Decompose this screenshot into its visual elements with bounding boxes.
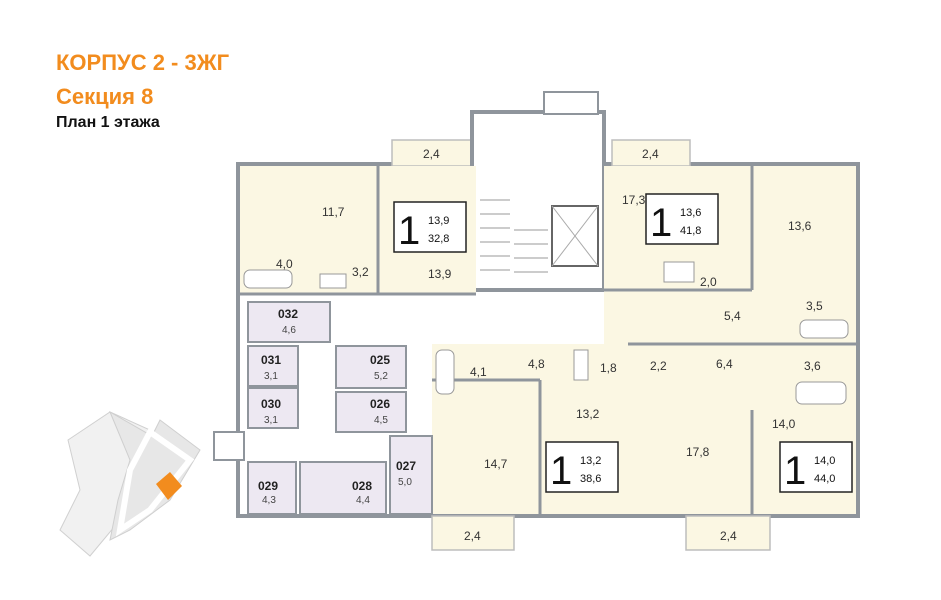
apartment-2-summary: 1 13,6 41,8 [645, 193, 719, 245]
svg-text:17,3: 17,3 [622, 193, 646, 207]
stair-core [470, 91, 606, 292]
storage-026[interactable] [335, 391, 407, 433]
apartment-4-summary: 1 14,0 44,0 [779, 441, 853, 493]
svg-text:3,1: 3,1 [264, 415, 278, 426]
room-area-labels: 2,4 2,4 2,4 2,4 11,7 4,0 3,2 13,9 17,3 2… [276, 147, 823, 543]
svg-text:2,4: 2,4 [423, 147, 440, 161]
svg-text:3,6: 3,6 [804, 359, 821, 373]
svg-text:3,5: 3,5 [806, 299, 823, 313]
svg-text:14,7: 14,7 [484, 457, 508, 471]
svg-text:41,8: 41,8 [680, 225, 701, 237]
svg-text:3,2: 3,2 [352, 265, 369, 279]
svg-text:2,4: 2,4 [642, 147, 659, 161]
storage-027[interactable] [389, 435, 433, 515]
svg-text:4,6: 4,6 [282, 325, 296, 336]
svg-text:030: 030 [261, 397, 281, 411]
svg-text:32,8: 32,8 [428, 233, 449, 245]
apartment-2[interactable] [604, 166, 856, 344]
balcony-top-right [611, 139, 691, 167]
svg-text:025: 025 [370, 353, 390, 367]
balcony-bottom-right [685, 515, 771, 551]
svg-text:4,1: 4,1 [470, 365, 487, 379]
svg-text:028: 028 [352, 479, 372, 493]
svg-text:4,0: 4,0 [276, 257, 293, 271]
svg-text:1: 1 [784, 449, 806, 493]
svg-text:38,6: 38,6 [580, 473, 601, 485]
svg-text:3,1: 3,1 [264, 371, 278, 382]
svg-text:11,7: 11,7 [322, 205, 345, 219]
storage-030[interactable] [247, 387, 299, 429]
storage-029[interactable] [247, 461, 297, 515]
svg-text:2,0: 2,0 [700, 275, 717, 289]
svg-text:031: 031 [261, 353, 281, 367]
svg-text:1: 1 [650, 201, 672, 245]
svg-text:14,0: 14,0 [772, 417, 796, 431]
svg-text:1,8: 1,8 [600, 361, 617, 375]
svg-text:4,3: 4,3 [262, 495, 276, 506]
section-title: Секция 8 [56, 84, 154, 109]
svg-text:13,6: 13,6 [680, 207, 701, 219]
svg-text:2,4: 2,4 [464, 529, 481, 543]
svg-text:13,9: 13,9 [428, 267, 452, 281]
storage-031[interactable] [247, 345, 299, 387]
svg-text:17,8: 17,8 [686, 445, 710, 459]
svg-text:1: 1 [398, 209, 420, 253]
svg-text:13,9: 13,9 [428, 215, 449, 227]
storage-032[interactable] [247, 301, 331, 343]
plan-title: План 1 этажа [56, 114, 160, 131]
svg-text:1: 1 [550, 449, 572, 493]
svg-text:13,2: 13,2 [576, 407, 600, 421]
site-minimap [59, 410, 201, 557]
svg-text:2,2: 2,2 [650, 359, 667, 373]
storage-block [247, 301, 433, 515]
storage-028[interactable] [299, 461, 387, 515]
svg-text:14,0: 14,0 [814, 455, 835, 467]
svg-text:032: 032 [278, 307, 298, 321]
svg-text:13,6: 13,6 [788, 219, 812, 233]
entrance-vestibule [213, 431, 245, 461]
svg-text:027: 027 [396, 459, 416, 473]
current-section-marker [156, 472, 182, 500]
svg-text:13,2: 13,2 [580, 455, 601, 467]
svg-text:5,4: 5,4 [724, 309, 741, 323]
apartment-1-summary: 1 13,9 32,8 [393, 201, 467, 253]
svg-text:4,5: 4,5 [374, 415, 388, 426]
building-title: КОРПУС 2 - 3ЖГ [56, 50, 230, 75]
storage-labels: 032 4,6 031 3,1 030 3,1 025 5,2 026 4,5 … [258, 307, 416, 506]
svg-text:026: 026 [370, 397, 390, 411]
storage-025[interactable] [335, 345, 407, 389]
svg-text:5,2: 5,2 [374, 371, 388, 382]
svg-text:029: 029 [258, 479, 278, 493]
apartment-3-summary: 1 13,2 38,6 [545, 441, 619, 493]
svg-text:4,4: 4,4 [356, 495, 370, 506]
svg-text:4,8: 4,8 [528, 357, 545, 371]
svg-text:2,4: 2,4 [720, 529, 737, 543]
svg-text:44,0: 44,0 [814, 473, 835, 485]
balcony-bottom-left [431, 515, 515, 551]
svg-text:5,0: 5,0 [398, 477, 412, 488]
svg-text:6,4: 6,4 [716, 357, 733, 371]
